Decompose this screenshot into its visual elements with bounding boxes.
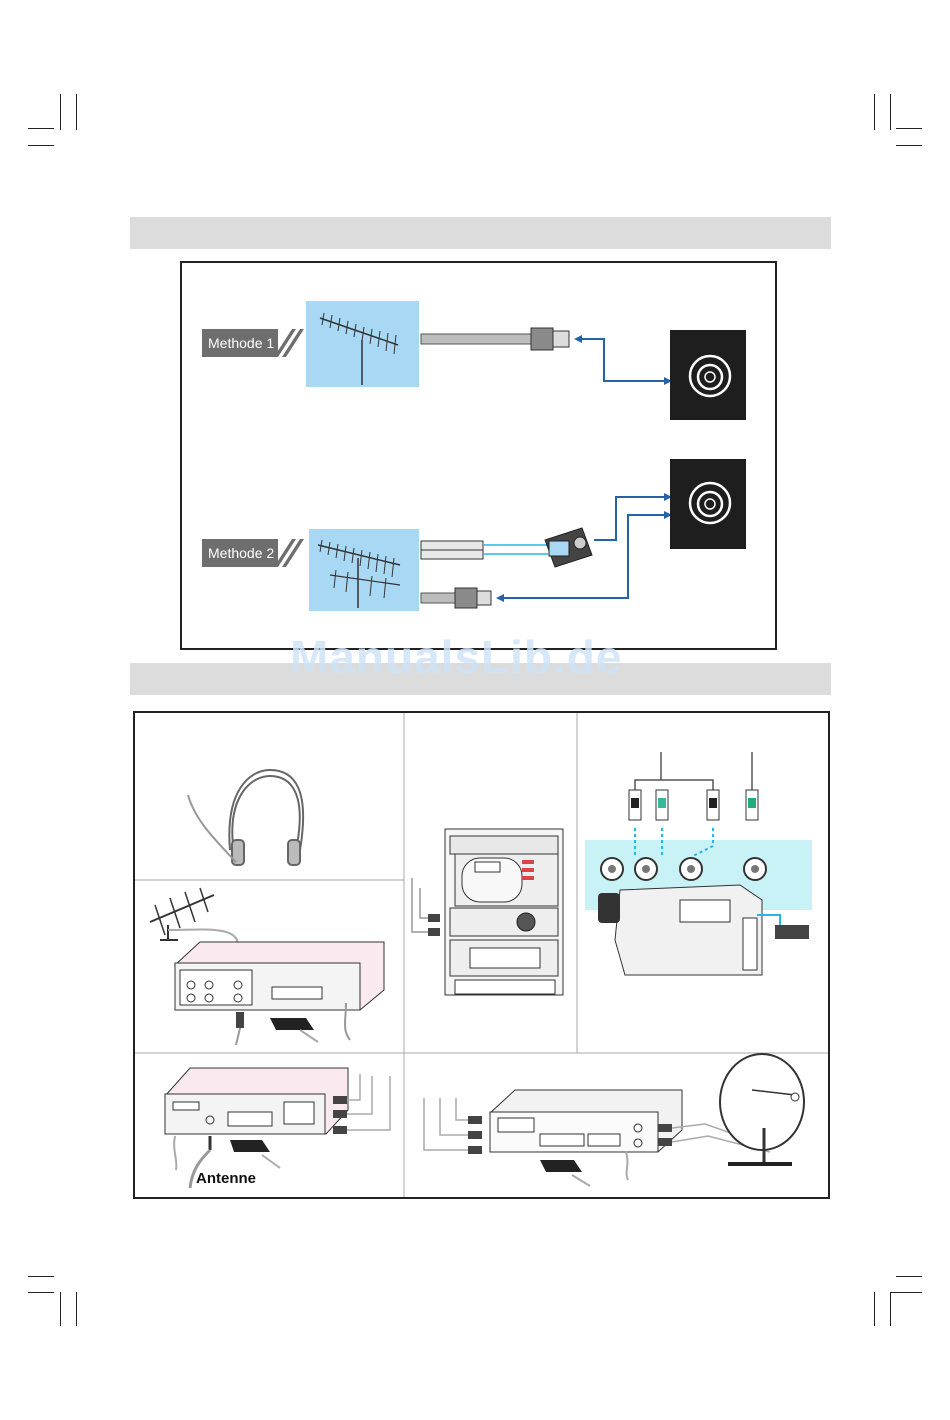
headphones-icon (188, 770, 303, 865)
camcorder-av-icon (585, 752, 812, 975)
vcr-antenna-icon (150, 888, 384, 1045)
satellite-receiver-icon (424, 1054, 804, 1186)
antenna-label: Antenne (196, 1170, 256, 1187)
hifi-system-icon (412, 829, 563, 995)
